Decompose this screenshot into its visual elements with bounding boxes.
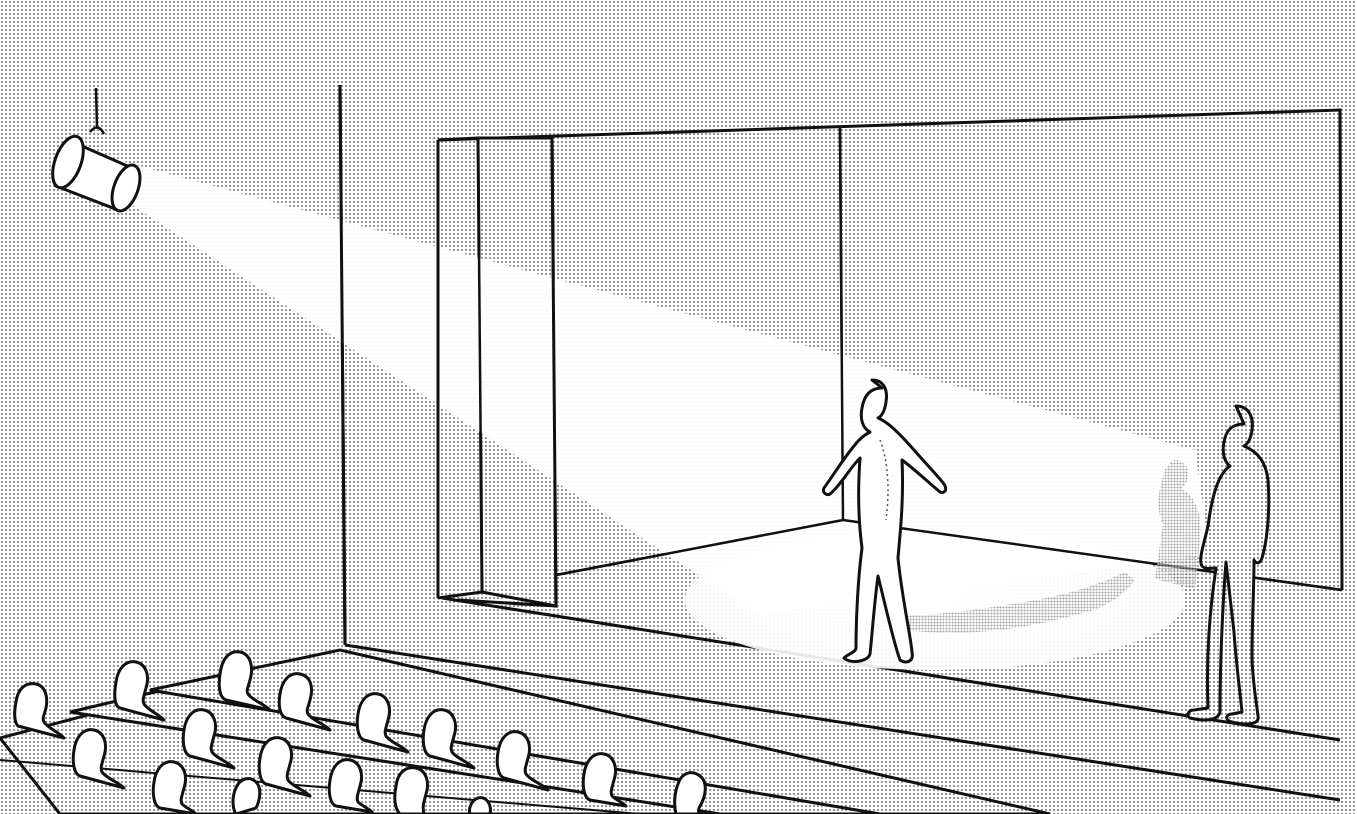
audience-head <box>233 779 260 814</box>
audience-head <box>395 768 428 814</box>
audience-head <box>675 773 706 814</box>
audience-head <box>469 798 490 814</box>
